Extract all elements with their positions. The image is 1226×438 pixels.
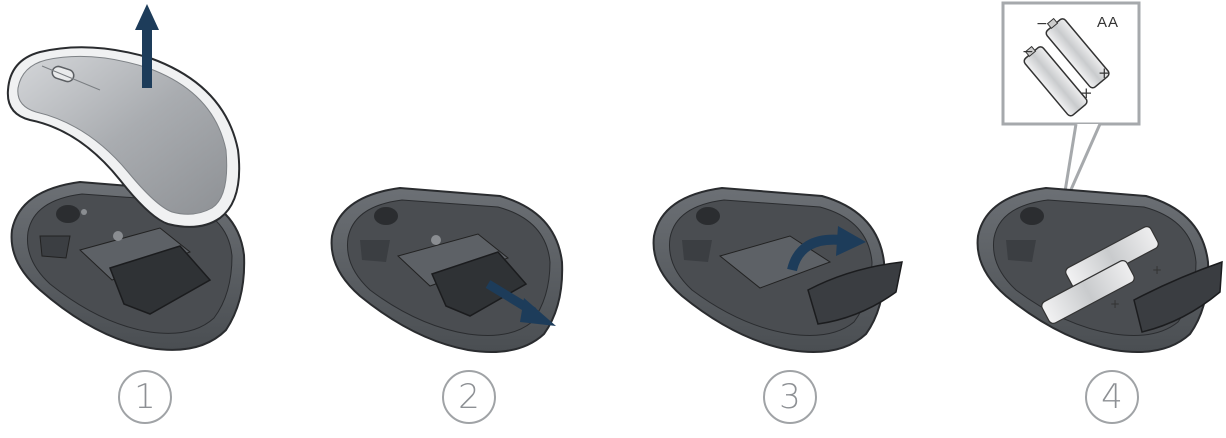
step-number-1: 1 [118,370,172,424]
plus-mark-3: + [1152,263,1162,277]
plus-mark-4: + [1110,297,1120,311]
plus-mark-2: + [1080,84,1093,102]
step2-illustration [332,188,563,352]
plus-mark-1: + [1098,64,1111,82]
step4-illustration: − − + + + + [978,3,1222,352]
battery-type-label: AA [1097,14,1119,31]
step3-illustration [654,188,902,352]
step-number-4: 4 [1085,370,1139,424]
minus-mark-2: − [1022,44,1034,60]
step-number-3: 3 [763,370,817,424]
minus-mark-1: − [1036,16,1048,32]
step1-illustration [8,4,244,350]
step-number-2: 2 [442,370,496,424]
